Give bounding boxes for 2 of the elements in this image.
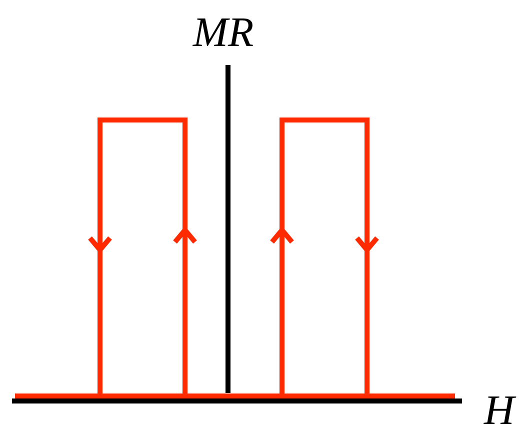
axis-label: H [484,390,514,432]
axis-label: MR [193,12,254,54]
